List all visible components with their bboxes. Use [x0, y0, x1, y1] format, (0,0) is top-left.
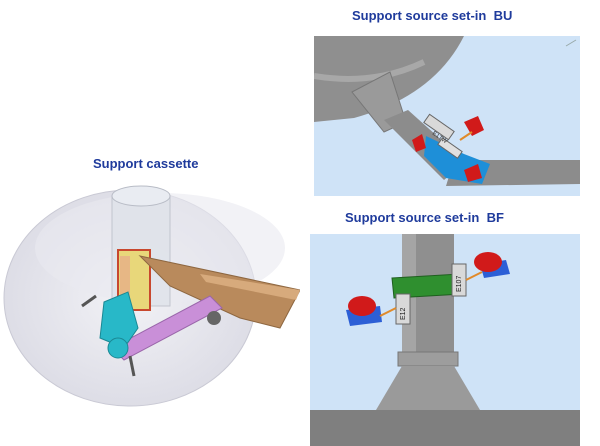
left-link — [379, 307, 397, 317]
red-part-top — [464, 116, 484, 136]
pipe-flange — [397, 351, 459, 367]
floor-pipe — [310, 410, 580, 446]
vessel-rim — [314, 59, 426, 82]
bf-plate-label-left: E12 — [400, 307, 407, 320]
support-cassette-image — [0, 178, 300, 440]
brass-plate-edge — [200, 274, 300, 300]
support-source-bu-caption: Support source set-in BU — [352, 8, 513, 23]
brass-plate — [138, 255, 300, 329]
inner-holder-stripe — [120, 256, 130, 306]
right-red-part — [474, 252, 502, 272]
cassette-cylinder-top — [111, 185, 171, 207]
support-source-bu-image: E1TW — [314, 36, 580, 196]
support-source-bf-image: E12 E107 — [310, 234, 580, 446]
orange-link — [459, 131, 473, 141]
bu-render: E1TW — [314, 36, 580, 196]
red-part-left — [412, 134, 426, 152]
support-source-bf-caption: Support source set-in BF — [345, 210, 504, 225]
cyan-body — [99, 291, 139, 349]
mechanism-rail — [423, 113, 455, 141]
axis-icon — [565, 39, 577, 47]
leg-bottom — [128, 355, 136, 377]
cyan-joint — [107, 337, 129, 359]
pipe-cone — [376, 366, 480, 410]
red-part-bottom — [464, 164, 482, 182]
leg-left — [81, 294, 97, 308]
bf-render: E12 E107 — [310, 234, 580, 446]
cassette-render — [3, 185, 300, 407]
support-cassette-caption: Support cassette — [93, 156, 199, 171]
mechanism-plate — [437, 137, 463, 159]
left-red-part — [348, 296, 376, 316]
right-link — [465, 271, 483, 281]
bf-plate-label-right: E107 — [456, 276, 463, 292]
arm-knob — [207, 311, 221, 325]
